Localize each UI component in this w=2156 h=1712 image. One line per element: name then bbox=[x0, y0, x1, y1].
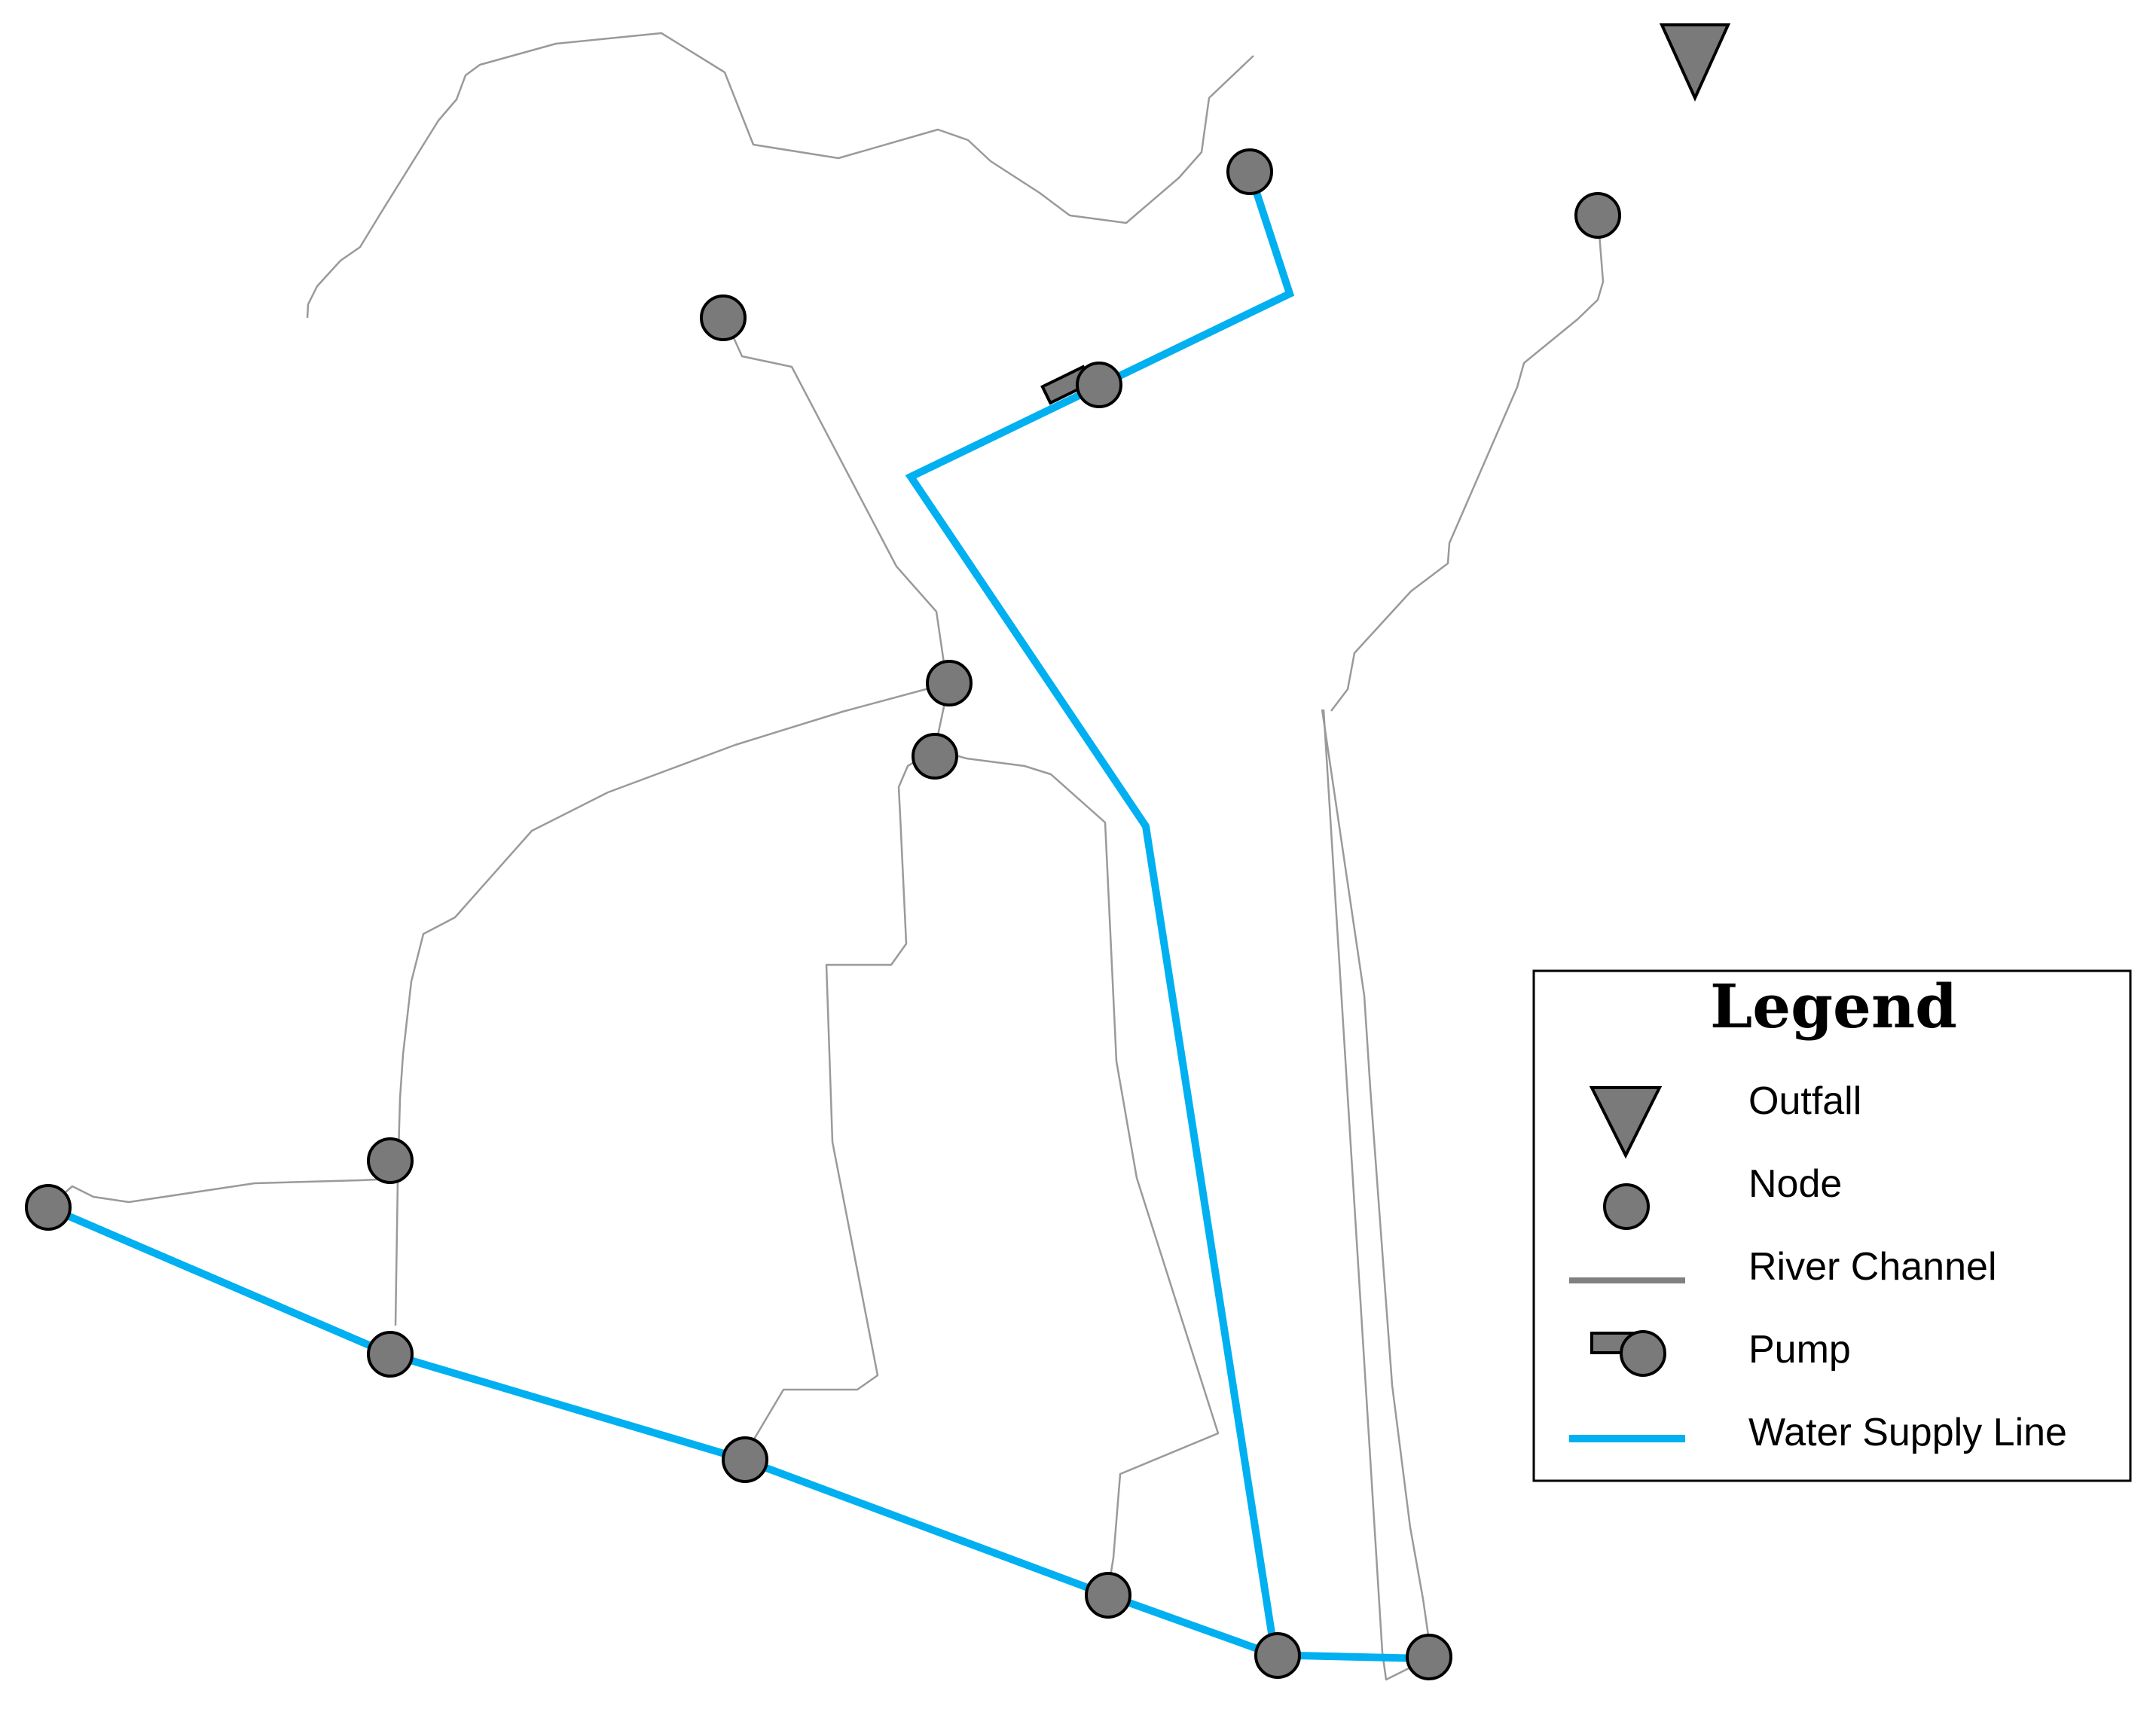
node-icon bbox=[1085, 1572, 1131, 1619]
river-channel bbox=[47, 1162, 396, 1208]
legend-outfall-icon bbox=[1589, 1086, 1663, 1159]
node-icon bbox=[926, 660, 973, 706]
node-icon bbox=[700, 294, 747, 341]
node-icon bbox=[1226, 148, 1273, 195]
node-icon bbox=[912, 733, 958, 780]
legend-pump-icon bbox=[1590, 1330, 1666, 1377]
legend-node-icon bbox=[1603, 1183, 1650, 1230]
legend-title: Legend bbox=[1710, 971, 1957, 1042]
river-channel bbox=[1330, 215, 1605, 712]
river-channel bbox=[934, 748, 1220, 1596]
node-icon bbox=[1574, 192, 1621, 239]
node-icon bbox=[25, 1184, 72, 1231]
node-icon bbox=[1254, 1632, 1301, 1679]
river-channel bbox=[306, 32, 725, 319]
river-channel bbox=[1321, 709, 1433, 1657]
river-channel bbox=[741, 748, 936, 1459]
river-channel bbox=[394, 682, 949, 1326]
node-icon bbox=[367, 1137, 414, 1184]
legend-label-river-channel: River Channel bbox=[1748, 1245, 1997, 1289]
node-icon bbox=[367, 1331, 414, 1378]
legend-label-pump: Pump bbox=[1748, 1328, 1851, 1372]
river-channel bbox=[723, 317, 951, 750]
node-icon bbox=[1406, 1634, 1452, 1680]
node-icon bbox=[722, 1436, 768, 1483]
legend-label-water-supply-line: Water Supply Line bbox=[1748, 1411, 2067, 1454]
outfall-icon bbox=[1659, 23, 1731, 102]
legend-label-outfall: Outfall bbox=[1748, 1079, 1861, 1123]
legend: Legend Outfall Node River Channel Pump W… bbox=[1532, 969, 2132, 1482]
pump-icon bbox=[1040, 362, 1122, 408]
legend-label-node: Node bbox=[1748, 1162, 1842, 1206]
river-channel bbox=[723, 55, 1254, 224]
